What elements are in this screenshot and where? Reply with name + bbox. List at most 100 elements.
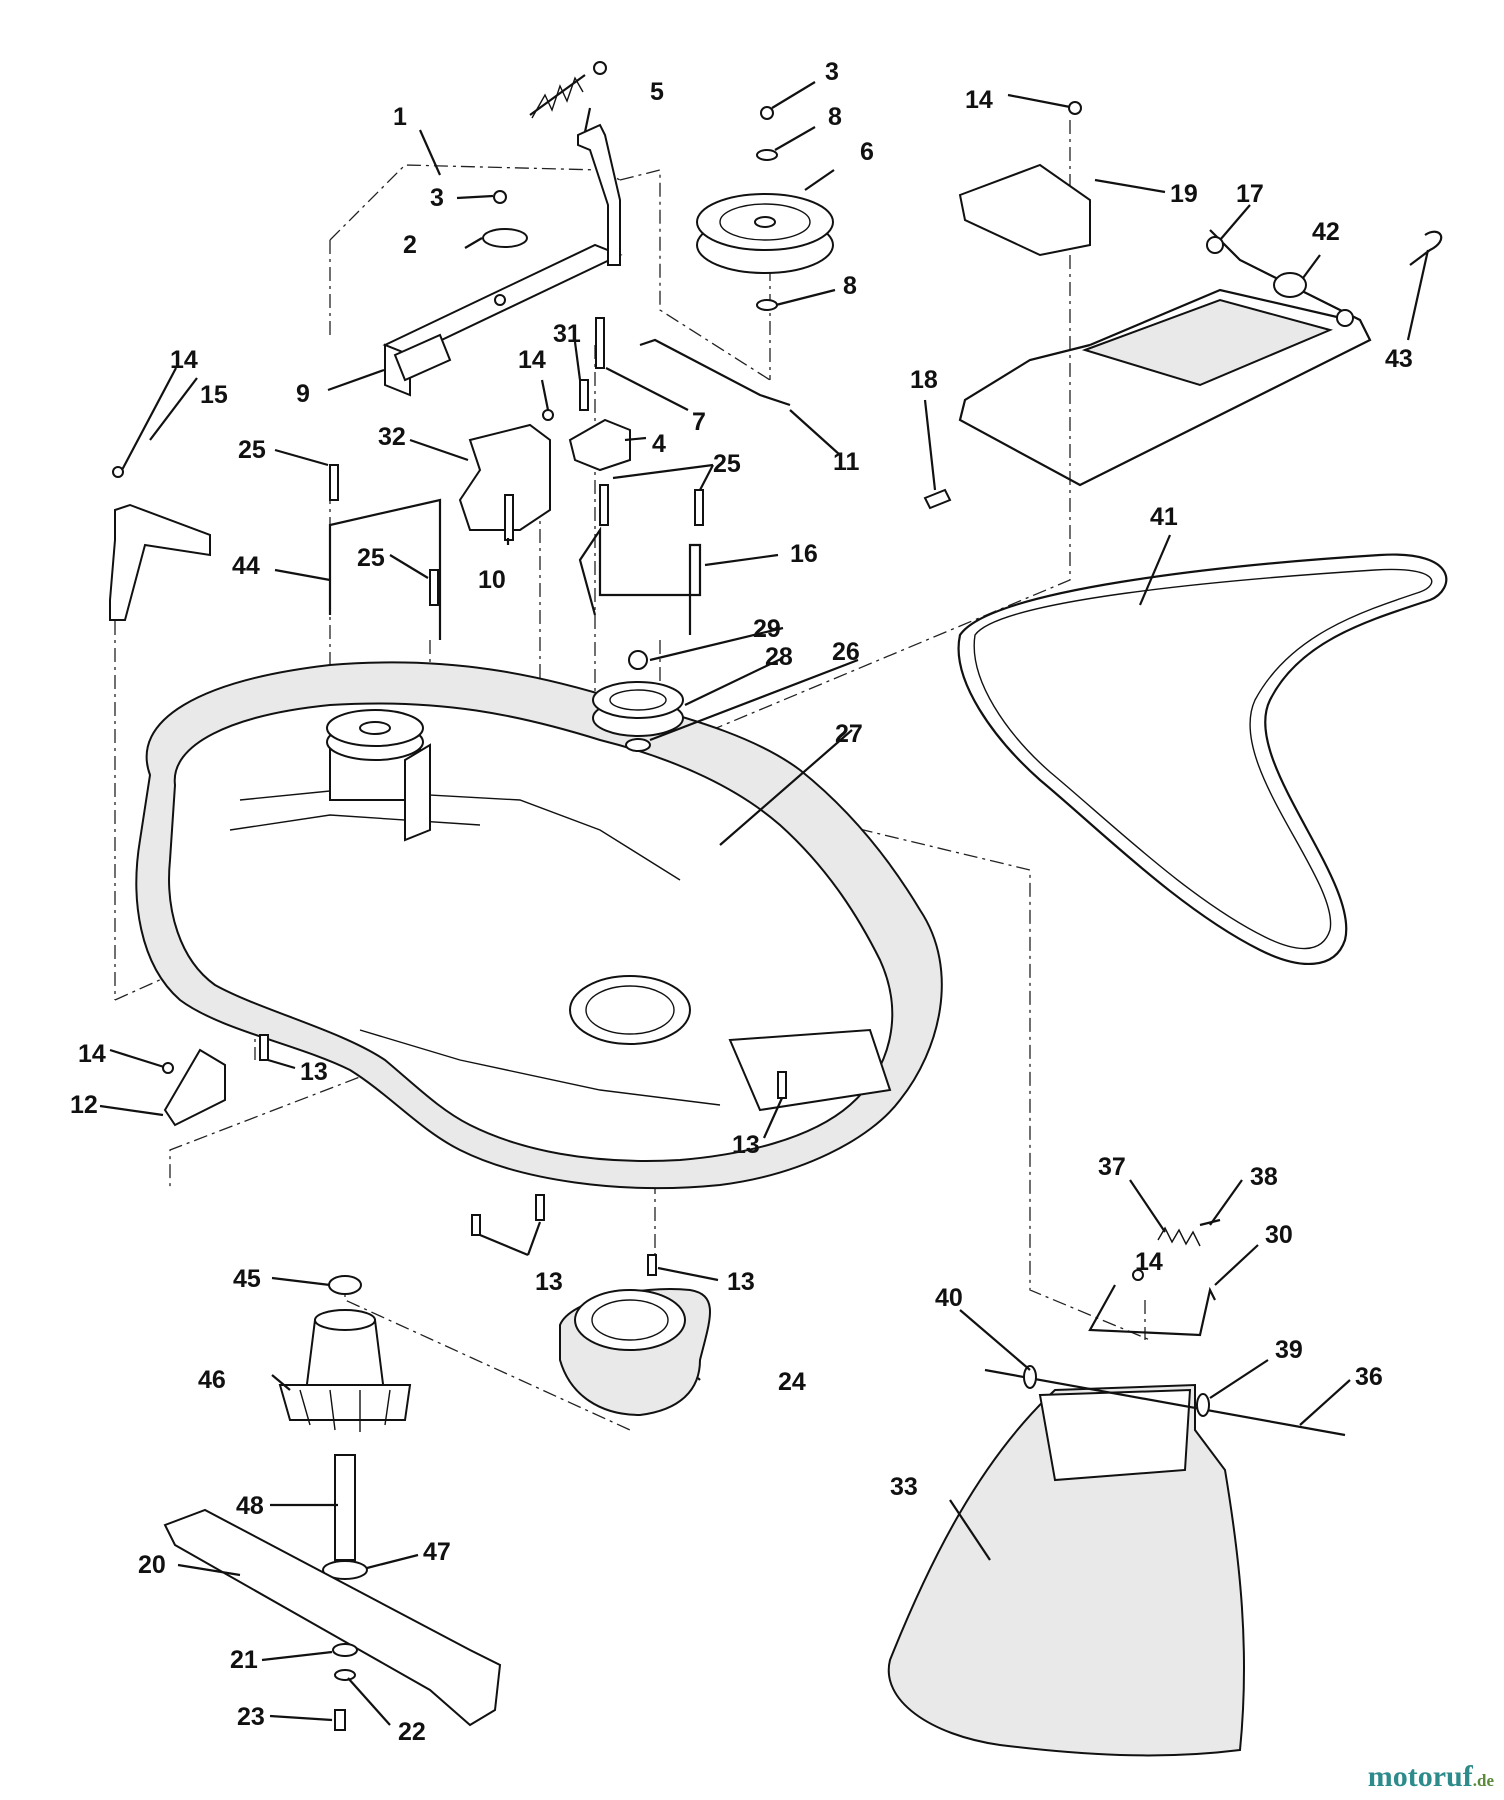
label-48: 48 (236, 1492, 264, 1520)
hinge-part-30 (1088, 1284, 1216, 1337)
mounting-frame-part-17 (958, 229, 1372, 487)
label-3b: 3 (825, 58, 839, 86)
bolt-part-25a (329, 464, 339, 501)
label-22: 22 (398, 1718, 426, 1746)
bracket-part-32 (458, 423, 551, 531)
washer-part-22 (334, 1669, 356, 1681)
rod-part-11 (639, 338, 791, 407)
idler-pulley-part-6 (696, 193, 834, 274)
part-labels: 1 2 3 5 3 8 6 8 9 31 14 7 4 11 32 10 14 … (70, 58, 1413, 1746)
nut-part-14c (1068, 101, 1082, 115)
blade-housing-part-24 (559, 1288, 711, 1417)
label-5: 5 (650, 78, 664, 106)
label-29: 29 (753, 615, 781, 643)
washer-part-42 (1273, 272, 1307, 298)
label-25a: 25 (238, 436, 266, 464)
label-14e: 14 (1135, 1248, 1163, 1276)
bolt-part-31 (579, 379, 589, 411)
watermark: motoruf.de (1368, 1760, 1494, 1794)
nut-part-29 (628, 650, 648, 670)
label-43: 43 (1385, 345, 1413, 373)
nut-part-14b (542, 409, 554, 421)
label-19: 19 (1170, 180, 1198, 208)
spindle-housing-part-46 (278, 1309, 412, 1432)
handle-part-16 (578, 526, 702, 635)
bolt-part-25b (429, 569, 439, 606)
nut-part-14d (162, 1062, 174, 1074)
bolt-part-7 (595, 317, 605, 369)
label-44: 44 (232, 552, 260, 580)
bracket-part-15 (109, 503, 211, 621)
label-30: 30 (1265, 1221, 1293, 1249)
label-40: 40 (935, 1284, 963, 1312)
bolt-part-13c2 (535, 1194, 545, 1221)
label-18: 18 (910, 366, 938, 394)
label-32: 32 (378, 423, 406, 451)
lever-part-5 (577, 123, 621, 266)
pin-part-38 (1199, 1218, 1221, 1227)
washer-part-40 (1023, 1365, 1037, 1389)
pin-part-18 (923, 488, 952, 510)
label-45: 45 (233, 1265, 261, 1293)
label-21: 21 (230, 1646, 258, 1674)
spacer-part-47 (322, 1560, 368, 1580)
label-26: 26 (832, 638, 860, 666)
hairpin-part-43 (1409, 230, 1443, 266)
label-14c: 14 (965, 86, 993, 114)
nut-part-3b (760, 106, 774, 120)
label-20: 20 (138, 1551, 166, 1579)
washer-part-21 (332, 1643, 358, 1657)
bolt-part-10 (504, 494, 514, 541)
idler-arm-bracket-part-9 (382, 243, 623, 397)
label-31: 31 (553, 320, 581, 348)
label-33: 33 (890, 1473, 918, 1501)
washer-part-39 (1196, 1393, 1210, 1417)
label-17: 17 (1236, 180, 1264, 208)
nut-part-14a (112, 466, 124, 478)
label-36: 36 (1355, 1363, 1383, 1391)
drive-belt-part-41 (957, 553, 1448, 966)
label-8b: 8 (843, 272, 857, 300)
spring-part-37 (1157, 1226, 1201, 1247)
handle-part-44 (328, 498, 442, 640)
label-39: 39 (1275, 1336, 1303, 1364)
label-42: 42 (1312, 218, 1340, 246)
label-14d: 14 (78, 1040, 106, 1068)
label-8a: 8 (828, 103, 842, 131)
discharge-chute-part-33 (887, 1383, 1246, 1757)
label-4: 4 (652, 430, 666, 458)
bearing-part-45 (328, 1275, 362, 1295)
label-27: 27 (835, 720, 863, 748)
label-37: 37 (1098, 1153, 1126, 1181)
label-13b: 13 (732, 1131, 760, 1159)
label-14b: 14 (518, 346, 546, 374)
label-7: 7 (692, 408, 706, 436)
bolt-part-25c (599, 484, 609, 526)
bolt-part-13c1 (471, 1214, 481, 1236)
cutting-deck (135, 661, 943, 1190)
bracket-part-19 (958, 163, 1091, 257)
label-14a: 14 (170, 346, 198, 374)
spring-part-1 (529, 61, 607, 119)
label-13a: 13 (300, 1058, 328, 1086)
washer-part-8a (756, 149, 778, 161)
rod-part-36 (984, 1368, 1346, 1437)
bolt-part-23 (334, 1709, 346, 1731)
label-12: 12 (70, 1091, 98, 1119)
bolt-part-13a (259, 1034, 269, 1061)
label-15: 15 (200, 381, 228, 409)
bolt-part-25d (694, 489, 704, 526)
pulley-part-28 (592, 681, 684, 737)
nut-part-14e (1132, 1269, 1144, 1281)
label-3a: 3 (430, 184, 444, 212)
bracket-part-4 (568, 418, 631, 472)
label-23: 23 (237, 1703, 265, 1731)
blade-part-20 (163, 1508, 502, 1727)
label-6: 6 (860, 138, 874, 166)
washer-part-8b (756, 299, 778, 311)
nut-part-3a (493, 190, 507, 204)
label-47: 47 (423, 1538, 451, 1566)
watermark-tld: .de (1472, 1771, 1494, 1790)
deck-spindle-pulley (326, 709, 431, 842)
